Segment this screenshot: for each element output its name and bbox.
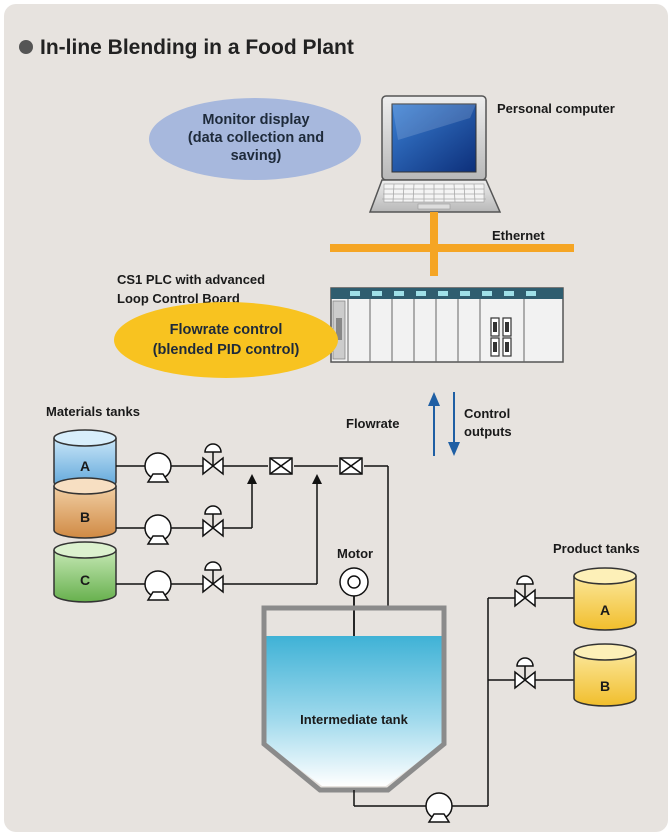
product-tank-b-label: B (600, 678, 610, 694)
pump-icon (425, 792, 453, 823)
plc-label-line2: Loop Control Board (117, 291, 240, 306)
product-tanks-label: Product tanks (553, 541, 640, 556)
control-valve-icon (514, 575, 536, 608)
motor-icon (339, 567, 369, 597)
flowrate-up-arrow (428, 392, 440, 456)
control-valve-icon (202, 443, 224, 476)
monitor-display-line3: saving) (231, 148, 282, 164)
control-outputs-line2: outputs (464, 424, 512, 439)
materials-tanks-label: Materials tanks (46, 404, 140, 419)
control-valve-icon (514, 657, 536, 690)
intermediate-tank (261, 605, 447, 793)
material-tank-c (53, 541, 117, 603)
material-tank-b (53, 477, 117, 539)
intermediate-tank-liquid (266, 636, 442, 786)
monitor-display-ellipse (149, 98, 361, 180)
merge-arrow-b (247, 474, 257, 484)
flowrate-control-line1: Flowrate control (170, 322, 283, 338)
flowrate-label: Flowrate (346, 416, 399, 431)
laptop-icon (368, 95, 502, 213)
bullet-icon (19, 40, 33, 54)
material-tank-a (53, 429, 117, 491)
flowmeter-icon (269, 457, 293, 475)
page-title: In-line Blending in a Food Plant (40, 36, 354, 59)
ethernet-label: Ethernet (492, 228, 545, 243)
material-tank-a-label: A (80, 458, 90, 474)
ethernet-bus (330, 244, 574, 252)
flowrate-control-ellipse (114, 302, 338, 378)
panel (4, 4, 668, 832)
material-pipes (116, 465, 389, 608)
product-tank-a (573, 567, 637, 631)
monitor-display-line2: (data collection and (188, 130, 324, 146)
monitor-display-line1: Monitor display (202, 112, 309, 128)
material-tank-c-label: C (80, 572, 90, 588)
intermediate-tank-label: Intermediate tank (300, 712, 408, 727)
personal-computer-label: Personal computer (497, 101, 615, 116)
plc-label-line1: CS1 PLC with advanced (117, 272, 265, 287)
motor-label: Motor (337, 546, 373, 561)
control-output-down-arrow (448, 392, 460, 456)
pump-icon (144, 514, 172, 545)
control-outputs-line1: Control (464, 406, 510, 421)
control-valve-icon (202, 505, 224, 538)
pump-icon (144, 570, 172, 601)
plc-rack (330, 287, 564, 363)
flowmeter-icon (339, 457, 363, 475)
flowrate-control-line2: (blended PID control) (153, 342, 300, 358)
pump-icon (144, 452, 172, 483)
material-tank-b-label: B (80, 509, 90, 525)
control-valve-icon (202, 561, 224, 594)
product-tank-a-label: A (600, 602, 610, 618)
merge-arrow-c (312, 474, 322, 484)
product-tank-b (573, 643, 637, 707)
